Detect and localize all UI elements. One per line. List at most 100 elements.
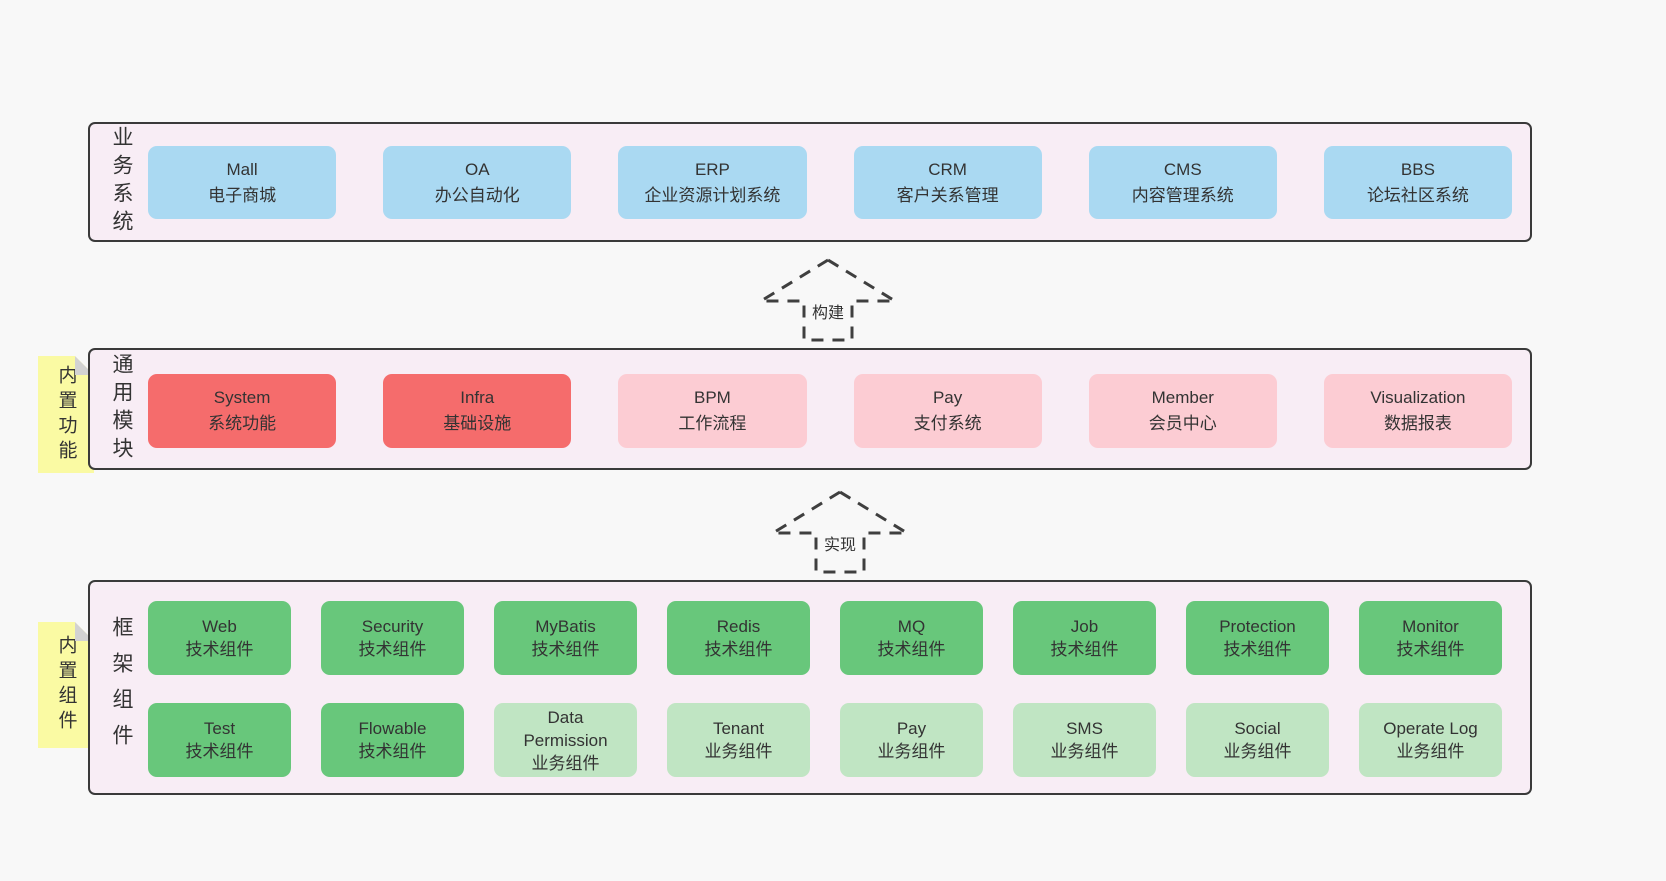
box-title: Pay <box>896 719 927 738</box>
box-title: Web <box>202 617 237 636</box>
panel-common-modules: 通用模块 System 系统功能 Infra 基础设施 BPM 工作流程 Pay… <box>88 348 1532 470</box>
business-box-row: Mall 电子商城 OA 办公自动化 ERP 企业资源计划系统 CRM 客户关系… <box>148 146 1513 219</box>
box-subtitle: 工作流程 <box>678 414 747 433</box>
box-subtitle: 技术组件 <box>1396 640 1465 659</box>
box-mall: Mall 电子商城 <box>148 146 337 219</box>
box-bpm: BPM 工作流程 <box>618 374 807 448</box>
box-subtitle: 技术组件 <box>358 742 427 761</box>
box-pay-module: Pay 支付系统 <box>853 374 1042 448</box>
box-subtitle: 业务组件 <box>1396 742 1465 761</box>
box-title: ERP <box>694 159 730 179</box>
box-subtitle: 业务组件 <box>1223 742 1292 761</box>
box-visualization: Visualization 数据报表 <box>1323 374 1513 448</box>
panel-business-systems: 业务系统 Mall 电子商城 OA 办公自动化 ERP 企业资源计划系统 CRM… <box>88 122 1532 242</box>
box-social: Social 业务组件 <box>1186 703 1329 777</box>
box-test: Test 技术组件 <box>148 703 291 777</box>
box-subtitle: 电子商城 <box>208 185 277 205</box>
box-flowable: Flowable 技术组件 <box>321 703 464 777</box>
box-title: Pay <box>932 388 963 407</box>
section-label-business: 业务系统 <box>110 126 133 238</box>
box-title: Member <box>1151 388 1214 407</box>
box-title: OA <box>464 159 490 179</box>
box-subtitle: 支付系统 <box>913 414 982 433</box>
box-subtitle: 业务组件 <box>877 742 946 761</box>
box-subtitle: 基础设施 <box>443 414 512 433</box>
box-subtitle: 技术组件 <box>877 640 946 659</box>
box-title: BPM <box>694 388 731 407</box>
box-subtitle: 技术组件 <box>1223 640 1292 659</box>
box-bbs: BBS 论坛社区系统 <box>1323 146 1513 219</box>
box-subtitle: 技术组件 <box>531 640 600 659</box>
box-title: MyBatis <box>535 617 596 636</box>
sticky-note-label: 内置组件 <box>55 635 77 735</box>
box-web: Web 技术组件 <box>148 601 291 675</box>
box-subtitle: 技术组件 <box>704 640 773 659</box>
box-title: Visualization <box>1370 388 1466 407</box>
box-title: Mall <box>226 159 258 179</box>
box-title: Protection <box>1219 617 1296 636</box>
box-infra: Infra 基础设施 <box>383 374 572 448</box>
box-title: Redis <box>716 617 761 636</box>
components-grid: Web 技术组件 Security 技术组件 MyBatis 技术组件 Redi… <box>148 601 1502 777</box>
box-redis: Redis 技术组件 <box>667 601 810 675</box>
box-subtitle: 技术组件 <box>358 640 427 659</box>
box-erp: ERP 企业资源计划系统 <box>618 146 807 219</box>
box-protection: Protection 技术组件 <box>1186 601 1329 675</box>
box-title: CRM <box>928 159 967 179</box>
arrow-implement: 实现 <box>770 489 910 575</box>
box-member: Member 会员中心 <box>1088 374 1277 448</box>
box-subtitle: 办公自动化 <box>434 185 520 205</box>
box-title: Monitor <box>1402 617 1459 636</box>
box-subtitle: 论坛社区系统 <box>1366 185 1469 205</box>
box-monitor: Monitor 技术组件 <box>1359 601 1502 675</box>
box-subtitle: 技术组件 <box>185 640 254 659</box>
arrow-build: 构建 <box>758 257 898 343</box>
box-title: Flowable <box>358 719 427 738</box>
box-title: Operate Log <box>1383 719 1478 738</box>
dashed-up-arrow-icon <box>770 490 910 574</box>
modules-box-row: System 系统功能 Infra 基础设施 BPM 工作流程 Pay 支付系统… <box>148 374 1513 448</box>
box-subtitle: 业务组件 <box>704 742 773 761</box>
box-data-permission: Data Permission 业务组件 <box>494 703 637 777</box>
box-crm: CRM 客户关系管理 <box>853 146 1042 219</box>
box-subtitle: 技术组件 <box>185 742 254 761</box>
box-subtitle: 客户关系管理 <box>896 185 999 205</box>
box-title: Social <box>1234 719 1281 738</box>
box-tenant: Tenant 业务组件 <box>667 703 810 777</box>
section-label-components: 框架组件 <box>110 615 133 760</box>
box-title: Infra <box>460 388 495 407</box>
box-subtitle: 数据报表 <box>1383 414 1452 433</box>
box-subtitle: 会员中心 <box>1148 414 1217 433</box>
box-title: BBS <box>1400 159 1435 179</box>
box-title: Test <box>203 719 236 738</box>
box-subtitle: 内容管理系统 <box>1131 185 1234 205</box>
box-title: CMS <box>1163 159 1202 179</box>
box-title: Security <box>361 617 424 636</box>
box-title: Job <box>1070 617 1099 636</box>
box-oa: OA 办公自动化 <box>383 146 572 219</box>
box-job: Job 技术组件 <box>1013 601 1156 675</box>
box-title: SMS <box>1066 719 1103 738</box>
box-mq: MQ 技术组件 <box>840 601 983 675</box>
box-cms: CMS 内容管理系统 <box>1088 146 1277 219</box>
arrow-implement-label: 实现 <box>770 531 910 555</box>
dashed-up-arrow-icon <box>758 258 898 342</box>
box-security: Security 技术组件 <box>321 601 464 675</box>
box-mybatis: MyBatis 技术组件 <box>494 601 637 675</box>
section-label-modules: 通用模块 <box>110 353 133 465</box>
box-sms: SMS 业务组件 <box>1013 703 1156 777</box>
box-title: System <box>213 388 271 407</box>
box-pay-component: Pay 业务组件 <box>840 703 983 777</box>
box-title: Data Permission <box>523 707 608 750</box>
sticky-note-label: 内置功能 <box>55 364 77 465</box>
box-title: Tenant <box>712 719 765 738</box>
box-subtitle: 企业资源计划系统 <box>644 185 781 205</box>
sticky-note-builtin-components: 内置组件 <box>38 622 94 748</box>
box-subtitle: 系统功能 <box>208 414 277 433</box>
box-title: MQ <box>897 617 926 636</box>
box-subtitle: 技术组件 <box>1050 640 1119 659</box>
panel-framework-components: 框架组件 Web 技术组件 Security 技术组件 MyBatis 技术组件… <box>88 580 1532 795</box>
arrow-build-label: 构建 <box>758 299 898 323</box>
box-operate-log: Operate Log 业务组件 <box>1359 703 1502 777</box>
